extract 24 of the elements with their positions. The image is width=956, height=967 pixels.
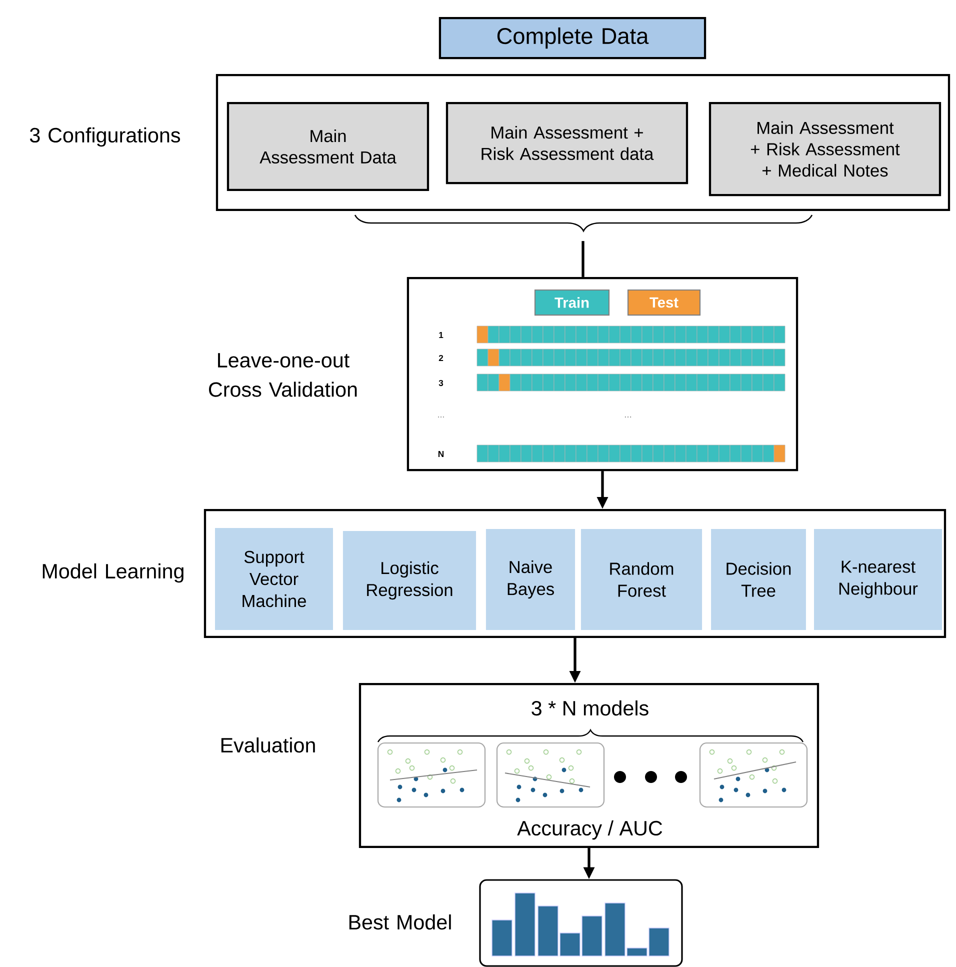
row-ellipsis: ... bbox=[624, 416, 632, 418]
metric-label: Accuracy / AUC bbox=[517, 820, 662, 840]
configuration-box: Main Assessment + Risk Assessment + Medical Notes bbox=[708, 102, 942, 196]
stage-heading: Leave-one-out Cross Validation bbox=[209, 353, 357, 397]
configuration-box: Main Assessment Data bbox=[226, 102, 430, 192]
stage-heading: Best Model bbox=[349, 914, 451, 930]
model-box: Naive Bayes bbox=[486, 528, 576, 630]
row-number: 1 bbox=[439, 332, 444, 338]
stage-heading: Evaluation bbox=[221, 737, 315, 753]
model-box: Decision Tree bbox=[711, 528, 806, 630]
model-box: K-nearest Neighbour bbox=[814, 528, 942, 630]
row-ellipsis: ... bbox=[438, 416, 444, 418]
row-number: 2 bbox=[438, 355, 444, 362]
model-box: Support Vector Machine bbox=[215, 528, 333, 630]
model-box: Random Forest bbox=[580, 528, 702, 630]
row-number: 3 bbox=[438, 380, 444, 386]
model-box: Logistic Regression bbox=[342, 531, 476, 630]
row-number: N bbox=[438, 451, 444, 457]
data-box: Complete Data bbox=[438, 16, 706, 60]
stage-heading: 3 Configurations bbox=[30, 127, 180, 147]
connector-line bbox=[582, 241, 584, 277]
stage-heading: Model Learning bbox=[42, 563, 184, 583]
configuration-box: Main Assessment + Risk Assessment data bbox=[446, 102, 688, 184]
models-heading: 3 * N models bbox=[532, 700, 648, 716]
